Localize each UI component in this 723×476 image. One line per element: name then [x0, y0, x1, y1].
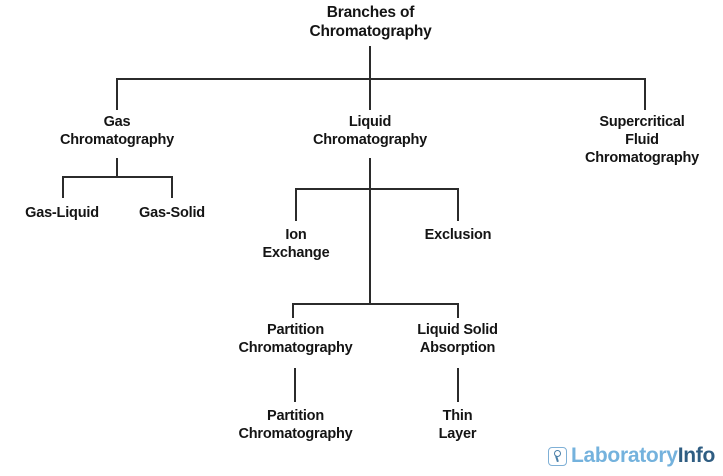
node-liquid-chromatography: Liquid Chromatography — [312, 114, 427, 149]
node-thin-layer: Thin Layer — [438, 408, 477, 443]
node-partition-chromatography-leaf: Partition Chromatography — [238, 408, 353, 443]
connector-liquid-spine — [369, 158, 371, 305]
logo-word-secondary: Info — [677, 444, 716, 467]
node-exclusion: Exclusion — [424, 227, 492, 243]
logo-word-primary: Laboratory — [571, 444, 678, 467]
connector-drop-gas-chromatography — [116, 78, 118, 110]
connector-drop-liquid-solid-absorption — [457, 303, 459, 318]
connector-gas-stem — [116, 158, 118, 177]
node-supercritical-fluid-chromatography: Supercritical Fluid Chromatography — [584, 114, 699, 167]
connector-root-stem — [369, 46, 371, 79]
node-root-branches-of-chromatography: Branches of Chromatography — [309, 4, 432, 41]
node-gas-solid: Gas-Solid — [139, 205, 205, 221]
node-liquid-solid-absorption: Liquid Solid Absorption — [417, 322, 498, 357]
connector-stem-partition-chromatography-leaf — [294, 368, 296, 402]
connector-stem-thin-layer — [457, 368, 459, 402]
connector-drop-exclusion — [457, 188, 459, 221]
connector-drop-gas-solid — [171, 176, 173, 198]
connector-liquid-bus-lower — [292, 303, 458, 305]
connector-gas-bus — [62, 176, 173, 178]
microscope-badge-icon — [548, 446, 567, 466]
connector-drop-ion-exchange — [295, 188, 297, 221]
connector-drop-supercritical-fluid-chromatography — [644, 78, 646, 110]
node-ion-exchange: Ion Exchange — [262, 227, 330, 262]
connector-level2-bus — [116, 78, 645, 80]
connector-liquid-bus-upper — [295, 188, 458, 190]
node-gas-liquid: Gas-Liquid — [25, 205, 99, 221]
connector-drop-gas-liquid — [62, 176, 64, 198]
node-gas-chromatography: Gas Chromatography — [59, 114, 174, 149]
logo-wordmark: LaboratoryInfo — [571, 444, 715, 468]
laboratoryinfo-logo: LaboratoryInfo — [548, 444, 715, 468]
node-partition-chromatography: Partition Chromatography — [238, 322, 353, 357]
connector-drop-liquid-chromatography — [369, 78, 371, 110]
connector-drop-partition-chromatography — [292, 303, 294, 318]
